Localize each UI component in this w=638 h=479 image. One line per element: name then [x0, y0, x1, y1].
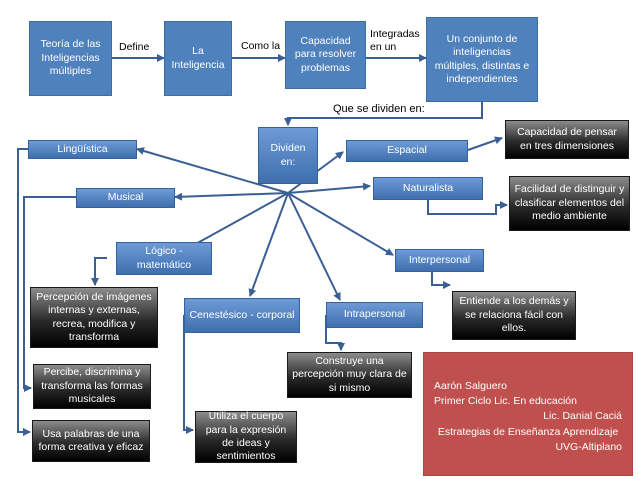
arrow-conjunto-to-dividen	[284, 102, 483, 126]
node-teoria: Teoría de las Inteligencias múltiples	[29, 21, 112, 96]
arrow-hub-to-interpersonal	[287, 192, 394, 256]
arrow-hub-to-linguistica	[136, 147, 289, 194]
desc-construye: Construye una percepción muy clara de si…	[287, 352, 412, 398]
label-integradas: Integradas	[370, 28, 420, 40]
arrow-musical-to-desc	[23, 196, 76, 392]
arrow-hub-to-logico	[182, 192, 289, 252]
node-espacial: Espacial	[346, 140, 468, 162]
desc-distinguir: Facilidad de distinguir y clasificar ele…	[509, 176, 630, 231]
node-musical: Musical	[76, 188, 175, 208]
arrow-linguistica-to-desc	[17, 148, 31, 436]
arrow-espacial-to-desc	[467, 136, 503, 151]
arrow-hub-to-musical	[174, 192, 289, 201]
label-define: Define	[119, 41, 150, 53]
arrow-logico-to-desc	[91, 257, 107, 286]
credits-teacher: Lic. Danial Caciá	[543, 410, 622, 423]
credits-author: Aarón Salguero	[434, 380, 507, 392]
node-intrapersonal: Intrapersonal	[326, 302, 423, 328]
arrow-interpersonal-to-desc	[431, 272, 451, 289]
desc-cuerpo: Utiliza el cuerpo para la expresión de i…	[195, 410, 297, 463]
node-conjunto: Un conjunto de inteligencias múltiples, …	[426, 17, 538, 102]
arrow-cenestesico-to-desc	[183, 315, 194, 434]
node-capacidad: Capacidad para resolver problemas	[285, 21, 366, 89]
label-como-la: Como la	[241, 40, 281, 52]
desc-entiende: Entiende a los demás y se relaciona fáci…	[452, 291, 576, 340]
desc-percibe: Percibe, discrimina y transforma las for…	[33, 364, 151, 409]
credits-subject: Estrategias de Enseñanza Aprendizaje	[437, 425, 619, 438]
node-naturalista: Naturalista	[373, 177, 483, 200]
credits-panel: Aarón Salguero Primer Ciclo Lic. En educ…	[423, 352, 633, 476]
node-logico: Lógico - matemático	[116, 242, 212, 275]
arrow-naturalista-to-desc	[427, 200, 508, 215]
arrow-hub-to-cenestesico	[248, 192, 289, 297]
arrow-hub-to-intrapersonal	[287, 192, 341, 301]
node-cenestesico: Cenestésico - corporal	[184, 298, 300, 333]
desc-pensar: Capacidad de pensar en tres dimensiones	[505, 120, 629, 159]
arrow-intrapersonal-to-desc	[325, 315, 345, 351]
desc-palabras: Usa palabras de una forma creativa y efi…	[32, 420, 150, 462]
node-linguistica: Lingüística	[28, 140, 137, 159]
desc-percepcion-imagenes: Percepción de imágenes internas y extern…	[30, 287, 158, 348]
node-dividen: Dividen en:	[258, 127, 318, 184]
label-en-un: en un	[370, 41, 397, 53]
node-inteligencia: La Inteligencia	[164, 21, 232, 96]
credits-course: Primer Ciclo Lic. En educación	[434, 395, 577, 408]
label-dividen-en: Que se dividen en:	[333, 103, 425, 115]
arrow-hub-to-naturalista	[287, 182, 371, 194]
credits-institution: UVG-Altiplano	[555, 440, 622, 453]
node-interpersonal: Interpersonal	[395, 249, 484, 272]
